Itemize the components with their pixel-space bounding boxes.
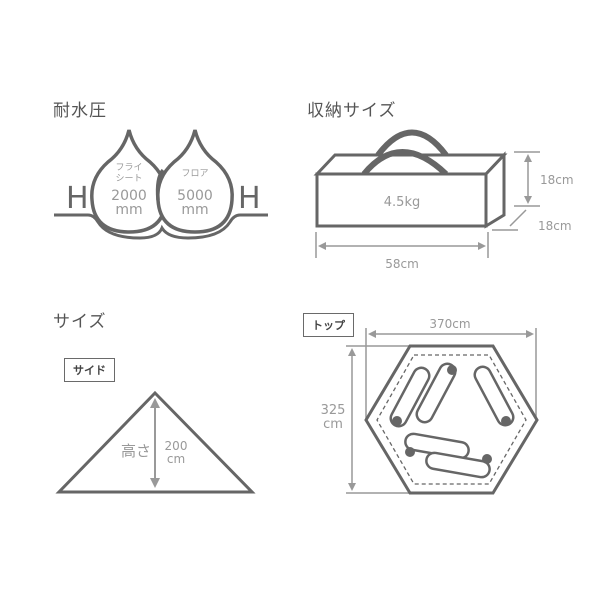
height-value: 200: [165, 439, 188, 453]
left-h-letter: H: [66, 181, 89, 216]
bag-handle-front: [361, 149, 449, 177]
floor-label: フロア: [181, 169, 208, 179]
fly-unit: mm: [115, 202, 142, 218]
top-depth-unit: cm: [323, 417, 343, 432]
sleeping-bags: [389, 362, 515, 479]
floor-value: 5000: [177, 188, 213, 204]
fly-value: 2000: [111, 188, 147, 204]
top-view-tag: トップ: [303, 313, 354, 337]
height-unit: cm: [167, 452, 185, 466]
waterproof-diagram: H H フライ シート 2000 mm フロア 5000 mm: [54, 129, 268, 240]
storage-bag-diagram: 4.5kg 58cm 18cm 18cm: [313, 129, 574, 271]
bag-depth: 18cm: [538, 219, 572, 233]
waterproof-heading: 耐水圧: [53, 101, 107, 121]
top-view-diagram: 370cm 325 cm: [321, 317, 539, 495]
sheet-label: シート: [115, 174, 142, 184]
right-h-letter: H: [238, 181, 261, 216]
floor-drop-icon: [156, 129, 234, 234]
top-width: 370cm: [429, 317, 470, 331]
bag-weight: 4.5kg: [384, 195, 420, 210]
top-depth-value: 325: [321, 403, 346, 418]
fly-sheet-drop-icon: [90, 129, 168, 234]
side-view-diagram: 高さ 200 cm: [55, 390, 256, 494]
bag-width: 58cm: [385, 257, 419, 271]
bag-height: 18cm: [540, 173, 574, 187]
storage-size-heading: 収納サイズ: [307, 101, 397, 121]
side-view-tag: サイド: [64, 358, 115, 382]
size-heading: サイズ: [53, 312, 107, 332]
bag-handle-back: [375, 129, 449, 157]
fly-label: フライ: [115, 162, 142, 173]
floor-unit: mm: [181, 202, 208, 218]
height-label: 高さ: [121, 442, 151, 460]
